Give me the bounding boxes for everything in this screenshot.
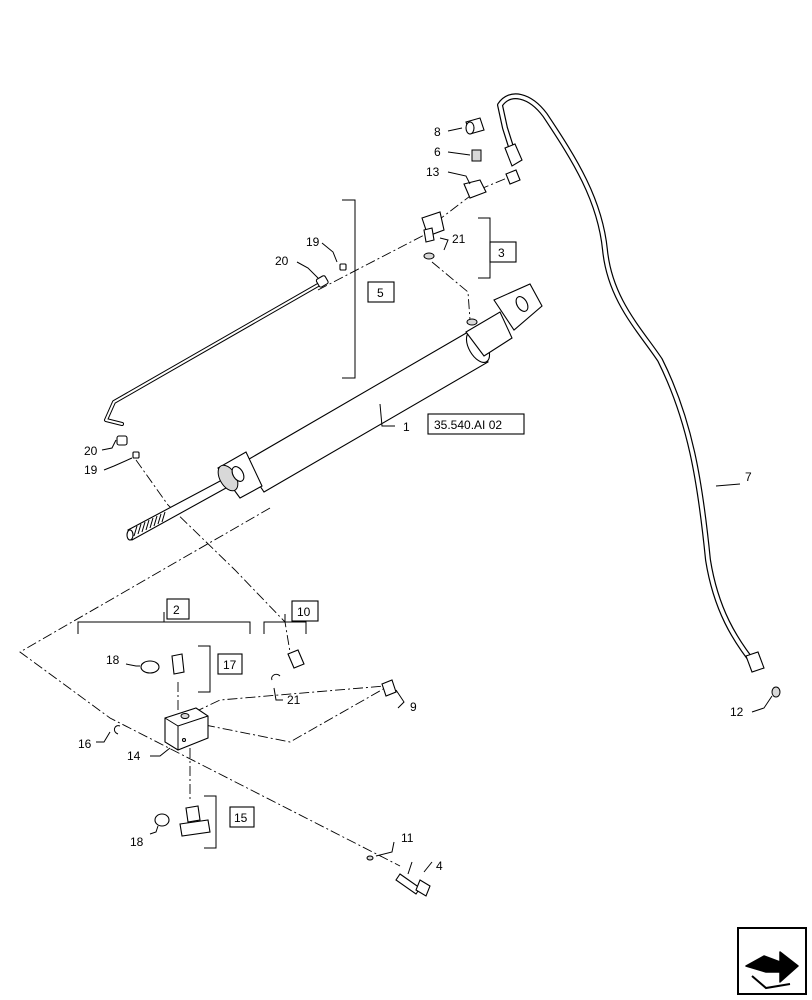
callout-16: 16 <box>78 737 92 751</box>
callout-3: 3 <box>498 246 505 260</box>
flexible-hose <box>497 93 781 698</box>
callout-14: 14 <box>127 749 141 763</box>
hydraulic-cylinder <box>126 283 543 541</box>
leader-lines <box>96 127 773 875</box>
callout-7: 7 <box>745 470 752 484</box>
callout-2: 2 <box>173 603 180 617</box>
callout-6: 6 <box>434 145 441 159</box>
callout-5: 5 <box>377 286 384 300</box>
callout-13: 13 <box>426 165 440 179</box>
upper-fittings <box>421 117 487 260</box>
callout-4: 4 <box>436 859 443 873</box>
callout-18a: 18 <box>106 653 120 667</box>
callout-21a: 21 <box>452 232 466 246</box>
callout-labels: 1 2 3 4 5 6 7 8 9 10 11 12 13 14 15 16 1… <box>78 125 752 873</box>
next-page-arrow-icon[interactable] <box>737 927 807 995</box>
callout-21b: 21 <box>287 693 301 707</box>
callout-19a: 19 <box>306 235 320 249</box>
callout-19b: 19 <box>84 463 98 477</box>
callout-10: 10 <box>297 605 311 619</box>
callout-11: 11 <box>401 831 414 845</box>
callout-20b: 20 <box>84 444 98 458</box>
valve-block-assembly <box>113 649 431 897</box>
callout-12: 12 <box>730 705 744 719</box>
callout-1: 1 <box>403 420 410 434</box>
callout-20a: 20 <box>275 254 289 268</box>
boxed-callouts <box>166 241 525 828</box>
callout-9: 9 <box>410 700 417 714</box>
callout-8: 8 <box>434 125 441 139</box>
callout-18b: 18 <box>130 835 144 849</box>
steel-tube <box>104 263 347 459</box>
callout-17: 17 <box>223 658 237 672</box>
reference-label: 35.540.AI 02 <box>434 418 502 432</box>
callout-15: 15 <box>234 811 248 825</box>
center-lines <box>19 175 513 867</box>
